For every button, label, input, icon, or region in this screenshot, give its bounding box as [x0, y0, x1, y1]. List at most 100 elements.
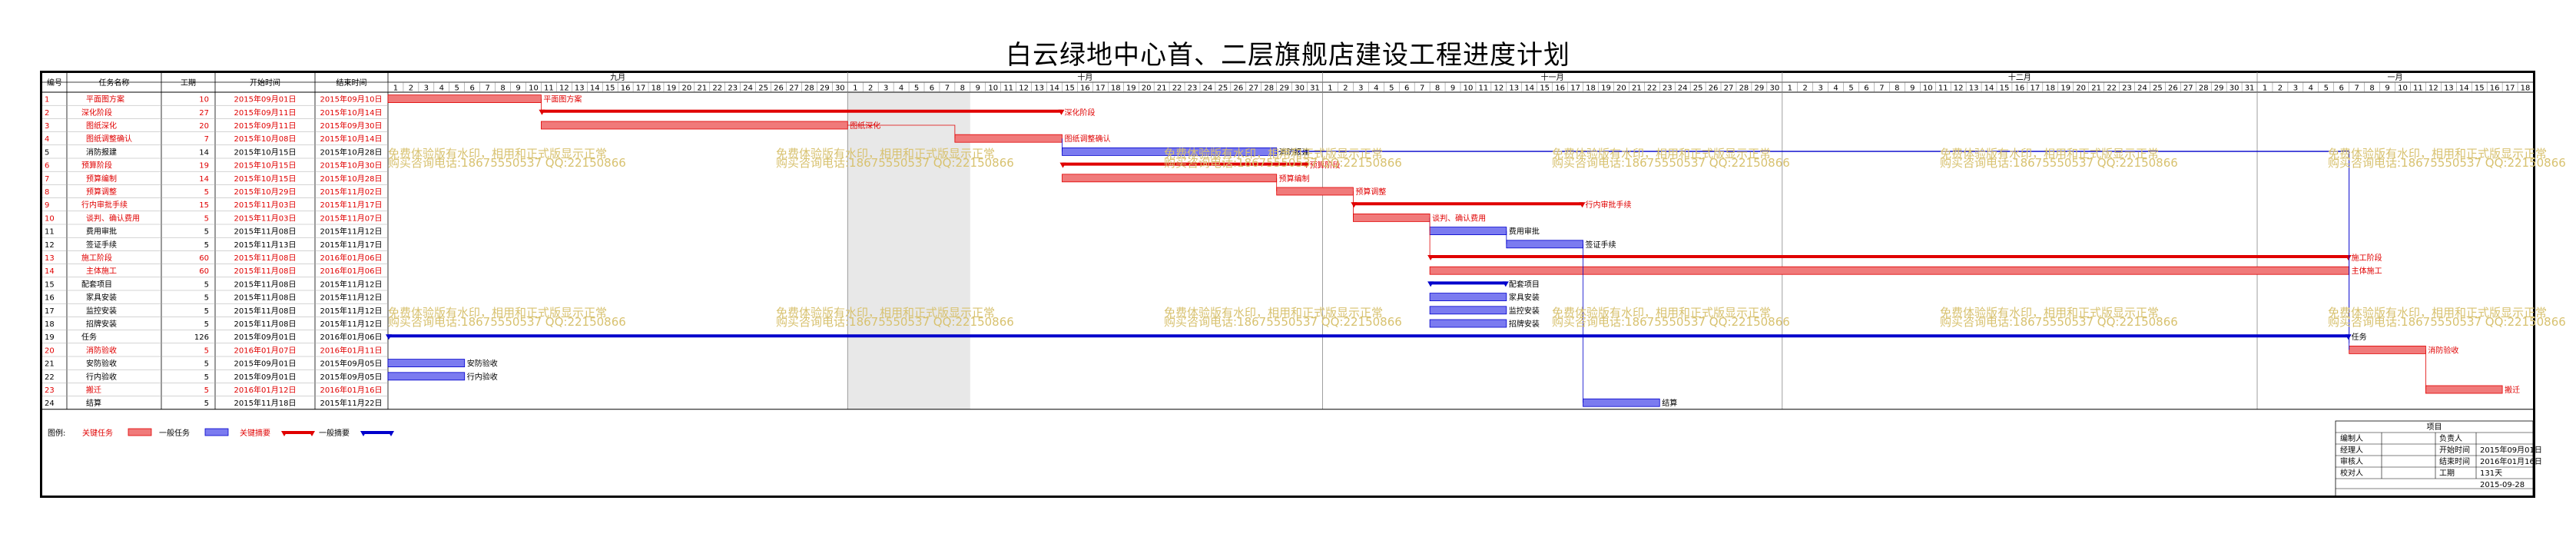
task-bar-label: 家具安装 [1509, 293, 1540, 303]
day-label: 15 [1540, 85, 1550, 93]
row-end: 2015年10月14日 [320, 134, 383, 144]
day-label: 19 [1601, 85, 1611, 93]
row-name[interactable]: 图纸深化 [86, 121, 117, 131]
row-name[interactable]: 监控安装 [86, 306, 117, 316]
day-label: 23 [1663, 85, 1673, 93]
row-start: 2015年09月01日 [234, 359, 297, 369]
task-bar[interactable] [387, 94, 542, 103]
day-label: 7 [485, 85, 489, 93]
day-label: 22 [1647, 85, 1657, 93]
row-id: 16 [45, 294, 55, 303]
row-duration: 5 [204, 320, 209, 329]
day-label: 6 [469, 85, 474, 93]
row-name[interactable]: 行内验收 [86, 372, 117, 382]
row-name[interactable]: 深化阶段 [81, 108, 112, 118]
row-name[interactable]: 费用审批 [86, 227, 117, 237]
column-header-name: 任务名称 [99, 78, 130, 88]
shaded-period [847, 92, 970, 409]
row-start: 2015年11月13日 [234, 240, 297, 250]
info-key: 编制人 [2340, 433, 2363, 443]
row-id: 2 [45, 109, 49, 118]
summary-end-marker [2345, 334, 2352, 340]
info-key: 审核人 [2340, 456, 2363, 466]
day-label: 16 [1080, 85, 1090, 93]
row-duration: 60 [199, 254, 209, 263]
task-bar-label: 预算调整 [1355, 187, 1386, 197]
day-label: 16 [2490, 85, 2500, 93]
day-label: 13 [1509, 85, 1519, 93]
row-name[interactable]: 主体施工 [86, 266, 117, 276]
task-bar-label: 任务 [2352, 332, 2367, 342]
row-duration: 5 [204, 294, 209, 303]
row-name[interactable]: 安防验收 [86, 359, 117, 369]
row-name[interactable]: 预算编制 [86, 174, 117, 184]
column-header-id: 编号 [47, 78, 62, 88]
row-name[interactable]: 招牌安装 [86, 319, 117, 329]
task-bar[interactable] [1276, 187, 1354, 196]
day-label: 11 [1479, 85, 1489, 93]
watermark-text: 免费体验版有水印，相用和正式版显示正常 [776, 306, 995, 320]
day-label: 4 [1374, 85, 1378, 93]
row-name[interactable]: 预算阶段 [81, 161, 112, 171]
task-bar[interactable] [387, 359, 466, 368]
row-name[interactable]: 签证手续 [86, 240, 117, 250]
row-duration: 14 [199, 175, 209, 184]
gantt-frame [40, 71, 2535, 498]
row-start: 2015年11月08日 [234, 319, 297, 329]
task-bar[interactable] [954, 134, 1063, 143]
watermark-text: 免费体验版有水印，相用和正式版显示正常 [388, 147, 607, 161]
task-bar[interactable] [541, 121, 848, 130]
day-label: 26 [1709, 85, 1719, 93]
row-name[interactable]: 消防报建 [86, 147, 117, 157]
row-duration: 5 [204, 360, 209, 369]
day-label: 21 [1632, 85, 1642, 93]
task-bar[interactable] [2349, 345, 2426, 354]
row-start: 2015年09月01日 [234, 332, 297, 342]
legend-normal-task: 一般任务 [159, 428, 190, 438]
row-name[interactable]: 行内审批手续 [81, 200, 128, 210]
row-name[interactable]: 施工阶段 [81, 253, 112, 263]
task-bar[interactable] [1429, 319, 1507, 328]
task-bar[interactable] [2425, 385, 2503, 394]
row-duration: 10 [199, 96, 209, 104]
day-label: 15 [1065, 85, 1075, 93]
row-name[interactable]: 平面图方案 [86, 94, 124, 104]
day-label: 2 [1343, 85, 1348, 93]
row-start: 2015年09月01日 [234, 372, 297, 382]
row-name[interactable]: 谈判、确认费用 [86, 213, 140, 223]
task-bar-label: 消防验收 [2428, 345, 2458, 355]
row-name[interactable]: 预算调整 [86, 187, 117, 197]
task-bar[interactable] [1506, 240, 1583, 249]
task-bar[interactable] [1429, 293, 1507, 302]
row-name[interactable]: 家具安装 [86, 293, 117, 303]
day-label: 28 [1739, 85, 1749, 93]
row-name[interactable]: 任务 [81, 332, 97, 342]
row-duration: 60 [199, 267, 209, 276]
row-name[interactable]: 搬迁 [86, 385, 101, 395]
task-bar[interactable] [1429, 266, 2350, 275]
task-bar[interactable] [1429, 306, 1507, 315]
row-name[interactable]: 消防验收 [86, 345, 117, 355]
task-bar[interactable] [1353, 213, 1431, 222]
task-bar[interactable] [1583, 398, 1660, 407]
watermark-text: 免费体验版有水印，相用和正式版显示正常 [1552, 147, 1771, 161]
row-name[interactable]: 图纸调整确认 [86, 134, 132, 144]
task-bar[interactable] [1062, 174, 1278, 183]
day-label: 3 [884, 85, 888, 93]
day-label: 20 [1142, 85, 1152, 93]
row-name[interactable]: 配套项目 [81, 279, 112, 289]
task-bar[interactable] [387, 372, 466, 381]
day-label: 4 [439, 85, 444, 93]
task-bar[interactable] [1429, 227, 1507, 236]
row-duration: 5 [204, 241, 209, 250]
task-bar-label: 平面图方案 [543, 94, 582, 104]
watermark-text: 购买咨询电话:18675550537 QQ:22150866 [1940, 156, 2178, 170]
row-id: 20 [45, 346, 55, 355]
row-start: 2015年09月11日 [234, 121, 297, 131]
watermark-text: 免费体验版有水印，相用和正式版显示正常 [1164, 147, 1383, 161]
row-name[interactable]: 结算 [86, 398, 101, 408]
row-start: 2015年10月15日 [234, 147, 297, 157]
day-label: 18 [2521, 85, 2531, 93]
watermark-text: 免费体验版有水印，相用和正式版显示正常 [1940, 147, 2159, 161]
day-label: 22 [2107, 85, 2117, 93]
